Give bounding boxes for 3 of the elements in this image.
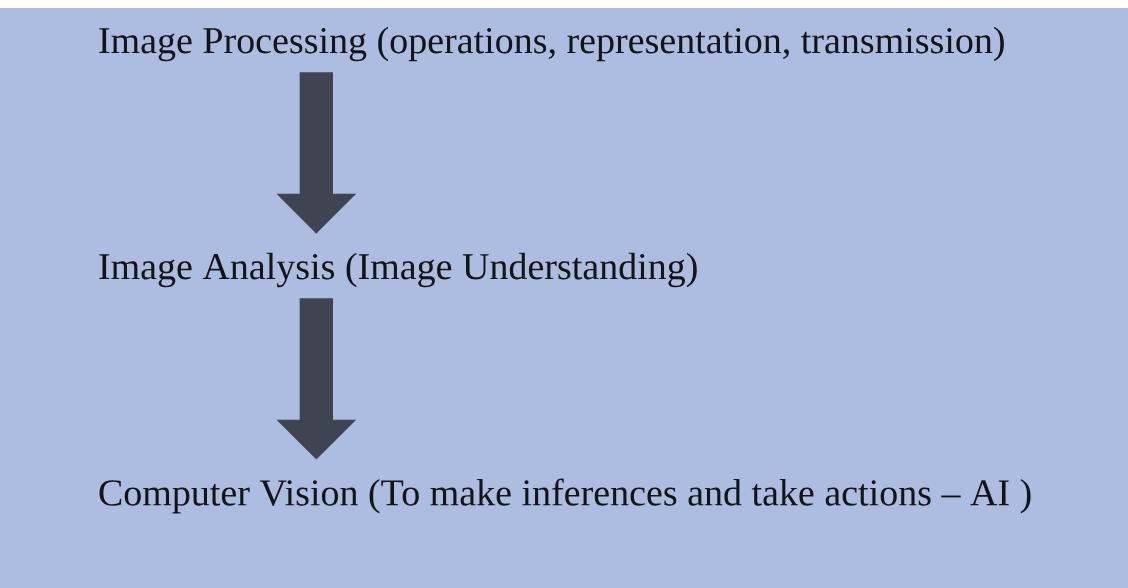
- text-label: Image Analysis (Image Understanding): [99, 252, 697, 288]
- text-label: Image Processing (operations, representation, transmission): [99, 26, 1004, 62]
- text-label: Computer Vision (To make inferences and take actions – AI ): [99, 478, 1031, 514]
